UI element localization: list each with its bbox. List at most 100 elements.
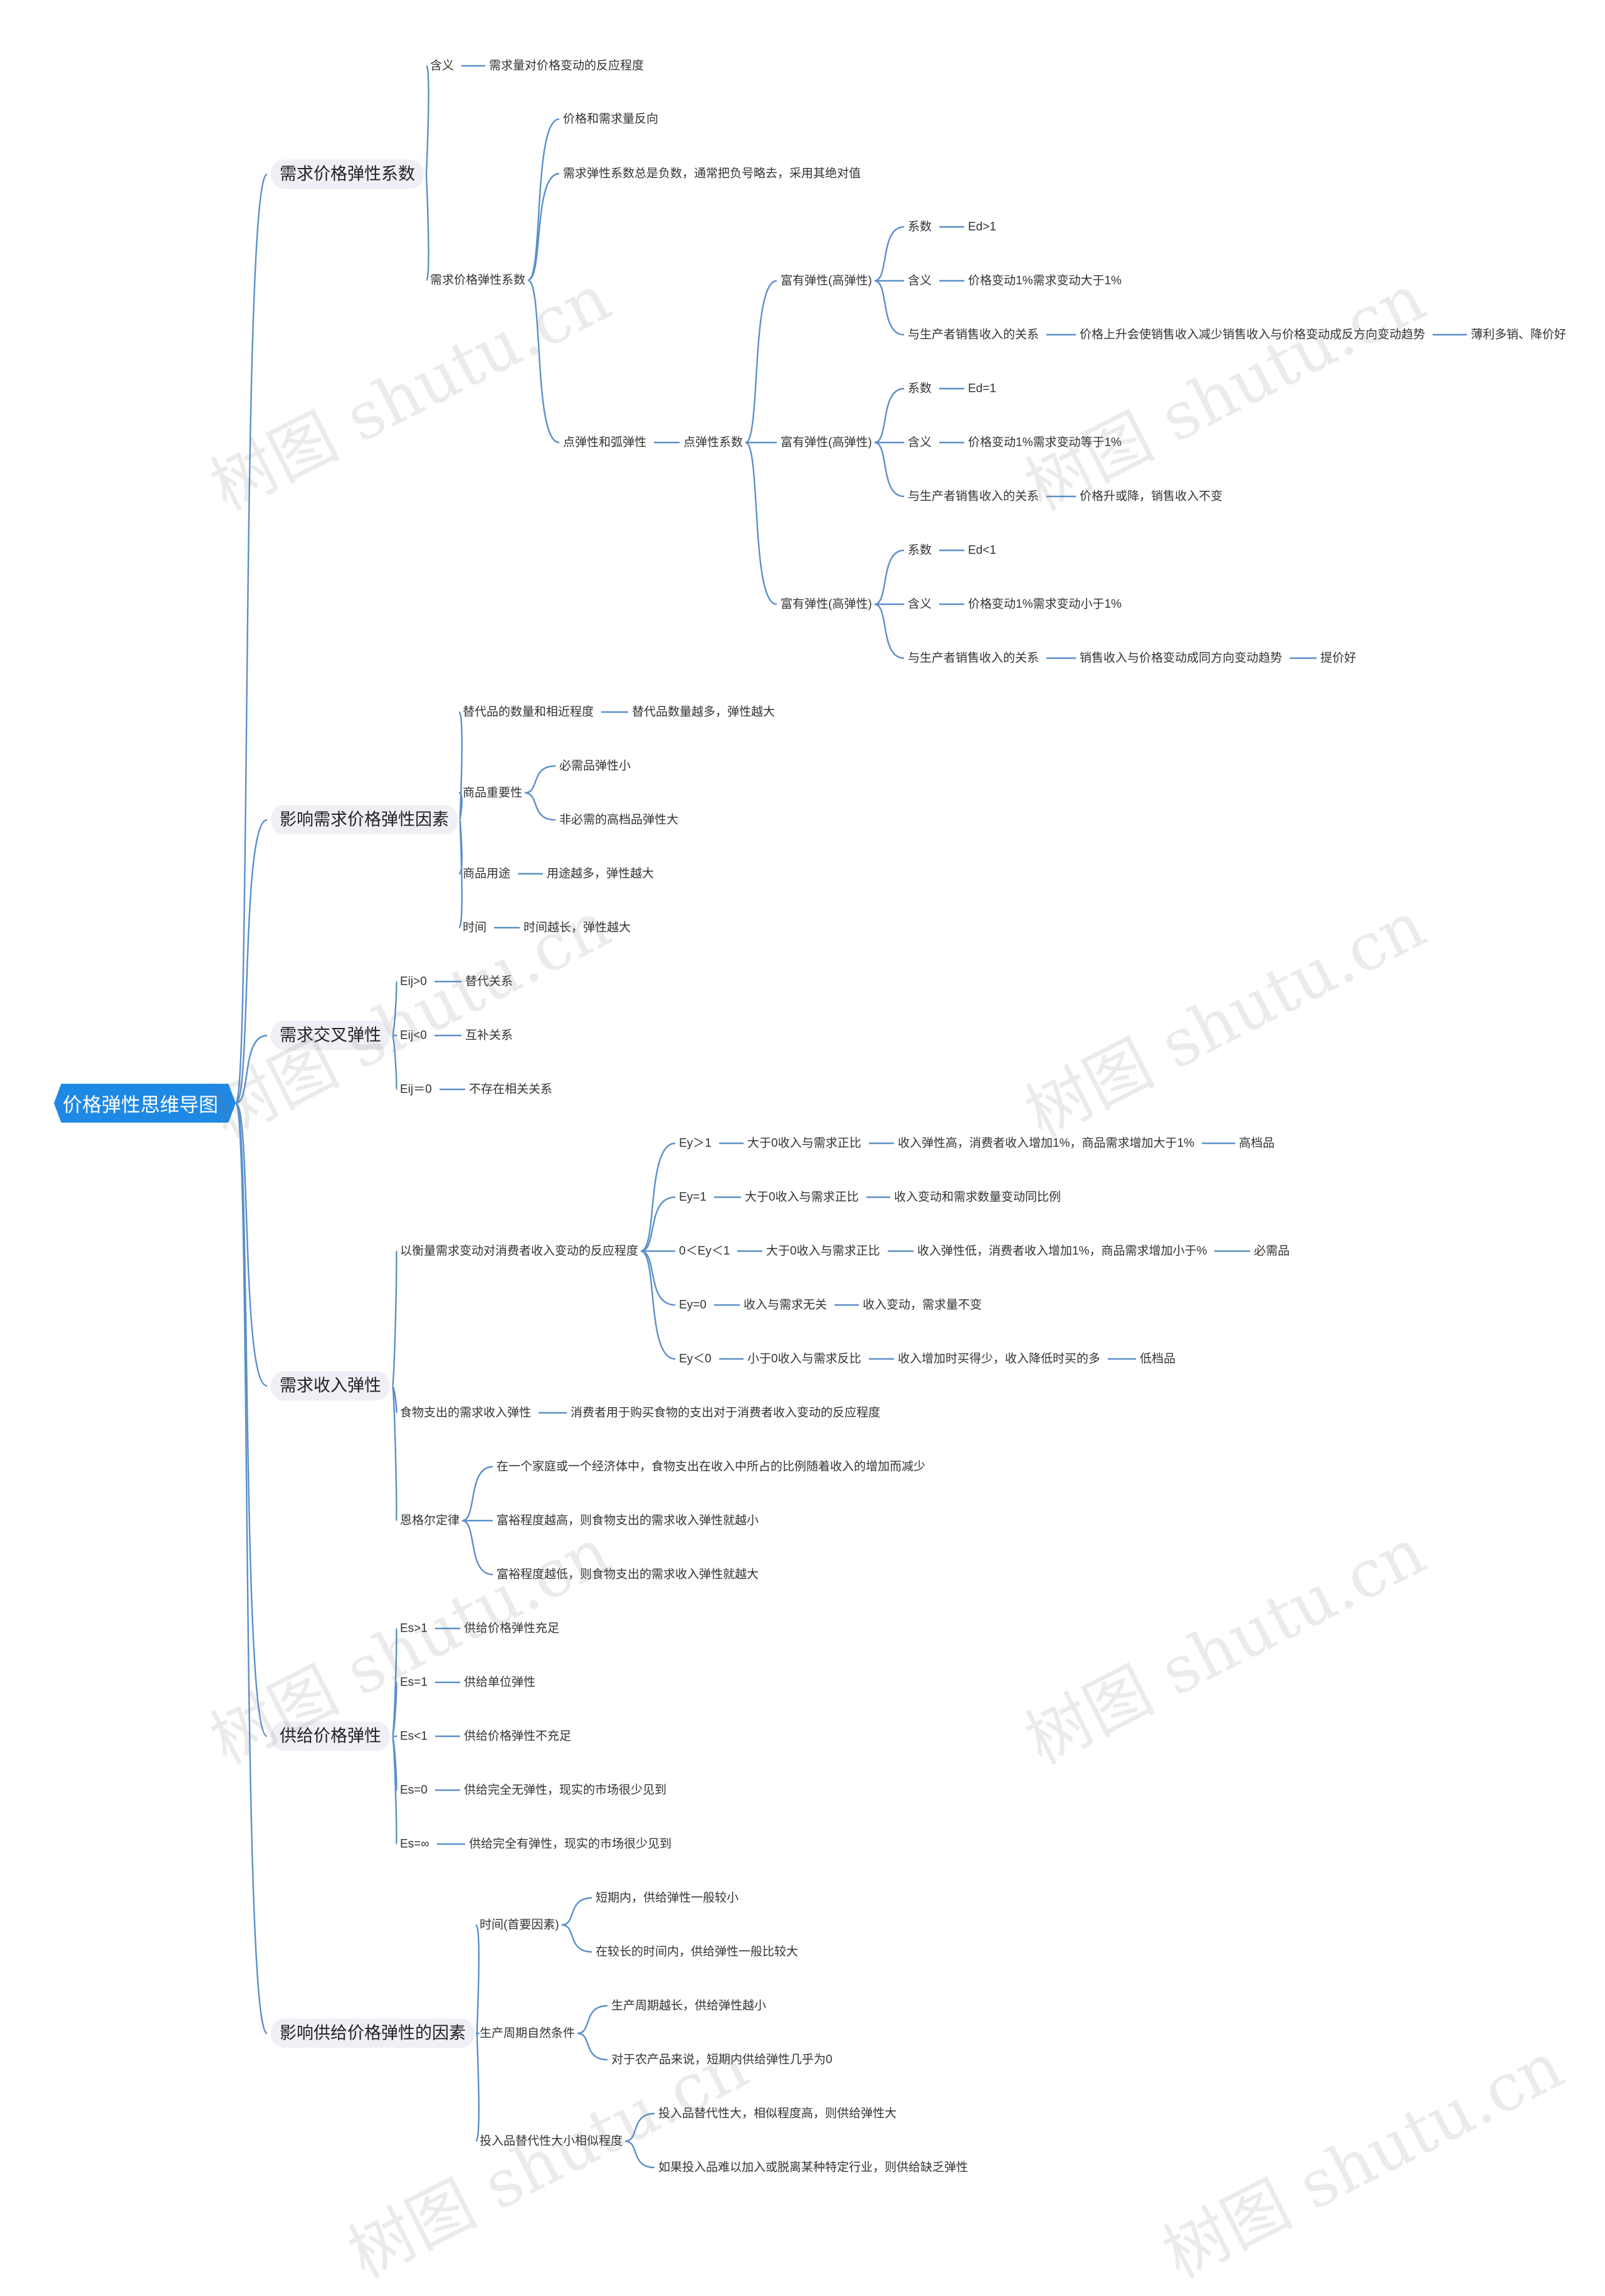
topic-node[interactable]: 价格升或降，销售收入不变 xyxy=(1080,490,1223,503)
topic-node[interactable]: 必需品 xyxy=(1254,1244,1290,1258)
topic-node[interactable]: 富有弹性(高弹性) xyxy=(781,597,872,611)
topic-node[interactable]: Eij<0 xyxy=(400,1029,427,1042)
topic-node[interactable]: 0＜Ey＜1 xyxy=(679,1244,730,1258)
topic-node[interactable]: 价格变动1%需求变动等于1% xyxy=(968,436,1122,449)
topic-node[interactable]: 大于0收入与需求正比 xyxy=(766,1244,880,1258)
topic-node[interactable]: 以衡量需求变动对消费者收入变动的反应程度 xyxy=(400,1244,639,1258)
topic-node[interactable]: 时间越长，弹性越大 xyxy=(524,921,631,935)
topic-node[interactable]: 大于0收入与需求正比 xyxy=(745,1190,859,1204)
topic-node[interactable]: 不存在相关关系 xyxy=(469,1082,553,1096)
root-node[interactable]: 价格弹性思维导图 xyxy=(63,1094,218,1116)
topic-node[interactable]: Eij＝0 xyxy=(400,1082,432,1096)
topic-node[interactable]: 如果投入品难以加入或脱离某种特定行业，则供给缺乏弹性 xyxy=(658,2161,969,2174)
topic-node[interactable]: 大于0收入与需求正比 xyxy=(747,1136,861,1150)
topic-node[interactable]: Es=0 xyxy=(400,1783,428,1797)
connector-line xyxy=(874,441,905,498)
topic-node[interactable]: 需求价格弹性系数 xyxy=(430,273,526,287)
topic-node[interactable]: 在较长的时间内，供给弹性一般比较大 xyxy=(596,1945,799,1959)
topic-node[interactable]: 收入变动，需求量不变 xyxy=(863,1298,982,1312)
topic-node[interactable]: 含义 xyxy=(430,59,455,73)
topic-node[interactable]: 时间(首要因素) xyxy=(480,1918,559,1932)
topic-node[interactable]: 系数 xyxy=(908,220,932,234)
topic-node[interactable]: 生产周期自然条件 xyxy=(480,2026,576,2040)
topic-node[interactable]: 薄利多销、降价好 xyxy=(1471,328,1567,342)
topic-node[interactable]: Ey=0 xyxy=(679,1298,707,1312)
topic-node[interactable]: 时间 xyxy=(463,921,487,935)
topic-node[interactable]: 收入变动和需求数量变动同比例 xyxy=(894,1190,1061,1204)
topic-node[interactable]: Ey＞1 xyxy=(679,1136,712,1150)
topic-node[interactable]: 点弹性和弧弹性 xyxy=(563,436,647,449)
topic-node[interactable]: 商品用途 xyxy=(463,867,511,881)
topic-node[interactable]: 富有弹性(高弹性) xyxy=(781,274,872,288)
topic-node[interactable]: 消费者用于购买食物的支出对于消费者收入变动的反应程度 xyxy=(571,1406,881,1420)
connector-line xyxy=(234,1102,268,1387)
topic-node[interactable]: Ed=1 xyxy=(968,382,996,396)
topic-node[interactable]: 价格变动1%需求变动大于1% xyxy=(968,274,1122,288)
topic-node[interactable]: 高档品 xyxy=(1239,1136,1275,1150)
topic-node[interactable]: 与生产者销售收入的关系 xyxy=(908,328,1039,342)
topic-node[interactable]: 用途越多，弹性越大 xyxy=(547,867,655,881)
topic-node[interactable]: 商品重要性 xyxy=(463,786,523,800)
topic-node[interactable]: 非必需的高档品弹性大 xyxy=(559,813,679,827)
topic-node[interactable]: 投入品替代性大小相似程度 xyxy=(480,2134,623,2148)
branch-node[interactable]: 需求交叉弹性 xyxy=(271,1020,390,1051)
branch-node[interactable]: 影响供给价格弹性的因素 xyxy=(271,2018,475,2048)
topic-node[interactable]: 与生产者销售收入的关系 xyxy=(908,651,1039,665)
topic-node[interactable]: Ed<1 xyxy=(968,543,996,557)
topic-node[interactable]: Es=∞ xyxy=(400,1837,429,1851)
topic-node[interactable]: 小于0收入与需求反比 xyxy=(747,1352,861,1366)
topic-node[interactable]: 富裕程度越高，则食物支出的需求收入弹性就越小 xyxy=(497,1514,759,1528)
topic-node[interactable]: 供给价格弹性充足 xyxy=(464,1622,560,1635)
topic-node[interactable]: 含义 xyxy=(908,274,932,288)
topic-node[interactable]: 价格上升会使销售收入减少销售收入与价格变动成反方向变动趋势 xyxy=(1080,328,1426,342)
topic-node[interactable]: 收入弹性低，消费者收入增加1%，商品需求增加小于% xyxy=(917,1244,1208,1258)
topic-node[interactable]: 在一个家庭或一个经济体中，食物支出在收入中所占的比例随着收入的增加而减少 xyxy=(497,1460,926,1474)
topic-node[interactable]: 低档品 xyxy=(1140,1352,1176,1366)
topic-node[interactable]: Ey＜0 xyxy=(679,1352,712,1366)
topic-node[interactable]: 点弹性系数 xyxy=(683,436,744,449)
topic-node[interactable]: Ed>1 xyxy=(968,220,996,234)
topic-node[interactable]: 收入与需求无关 xyxy=(744,1298,828,1312)
topic-node[interactable]: 含义 xyxy=(908,597,932,611)
topic-node[interactable]: 恩格尔定律 xyxy=(400,1514,460,1528)
topic-node[interactable]: 食物支出的需求收入弹性 xyxy=(400,1406,532,1420)
connector-line xyxy=(458,819,463,929)
connector-line xyxy=(425,65,429,175)
branch-node[interactable]: 需求收入弹性 xyxy=(271,1371,390,1401)
topic-node[interactable]: 收入增加时买得少，收入降低时买的多 xyxy=(898,1352,1101,1366)
topic-node[interactable]: Es=1 xyxy=(400,1675,428,1689)
topic-node[interactable]: Es>1 xyxy=(400,1622,428,1635)
topic-node[interactable]: 富有弹性(高弹性) xyxy=(781,436,872,449)
branch-node[interactable]: 供给价格弹性 xyxy=(271,1721,390,1751)
topic-node[interactable]: 价格和需求量反向 xyxy=(563,112,659,126)
topic-node[interactable]: Es<1 xyxy=(400,1729,428,1743)
branch-node[interactable]: 影响需求价格弹性因素 xyxy=(271,805,458,835)
branch-node[interactable]: 需求价格弹性系数 xyxy=(271,159,424,189)
topic-node[interactable]: 投入品替代性大，相似程度高，则供给弹性大 xyxy=(658,2107,897,2120)
topic-node[interactable]: 短期内，供给弹性一般较小 xyxy=(596,1891,739,1905)
topic-node[interactable]: 系数 xyxy=(908,382,932,396)
topic-node[interactable]: 销售收入与价格变动成同方向变动趋势 xyxy=(1080,651,1283,665)
topic-node[interactable]: 替代品的数量和相近程度 xyxy=(463,705,594,719)
topic-node[interactable]: 收入弹性高，消费者收入增加1%，商品需求增加大于1% xyxy=(898,1136,1194,1150)
topic-node[interactable]: 含义 xyxy=(908,436,932,449)
topic-node[interactable]: Eij>0 xyxy=(400,975,427,988)
topic-node[interactable]: 价格变动1%需求变动小于1% xyxy=(968,597,1122,611)
topic-node[interactable]: 供给价格弹性不充足 xyxy=(464,1729,572,1743)
topic-node[interactable]: 对于农产品来说，短期内供给弹性几乎为0 xyxy=(611,2053,833,2067)
topic-node[interactable]: 替代品数量越多，弹性越大 xyxy=(632,705,776,719)
topic-node[interactable]: 必需品弹性小 xyxy=(559,759,631,773)
topic-node[interactable]: 需求弹性系数总是负数，通常把负号略去，采用其绝对值 xyxy=(563,167,861,181)
topic-node[interactable]: 富裕程度越低，则食物支出的需求收入弹性就越大 xyxy=(497,1568,759,1581)
topic-node[interactable]: 与生产者销售收入的关系 xyxy=(908,490,1039,503)
topic-node[interactable]: Ey=1 xyxy=(679,1190,707,1204)
topic-node[interactable]: 供给完全无弹性，现实的市场很少见到 xyxy=(464,1783,667,1797)
topic-node[interactable]: 供给单位弹性 xyxy=(464,1675,536,1689)
topic-node[interactable]: 供给完全有弹性，现实的市场很少见到 xyxy=(469,1837,672,1851)
topic-node[interactable]: 生产周期越长，供给弹性越小 xyxy=(611,1999,767,2013)
topic-node[interactable]: 需求量对价格变动的反应程度 xyxy=(489,59,645,73)
topic-node[interactable]: 互补关系 xyxy=(465,1029,513,1042)
topic-node[interactable]: 提价好 xyxy=(1320,651,1357,665)
topic-node[interactable]: 替代关系 xyxy=(465,975,513,988)
topic-node[interactable]: 系数 xyxy=(908,543,932,557)
